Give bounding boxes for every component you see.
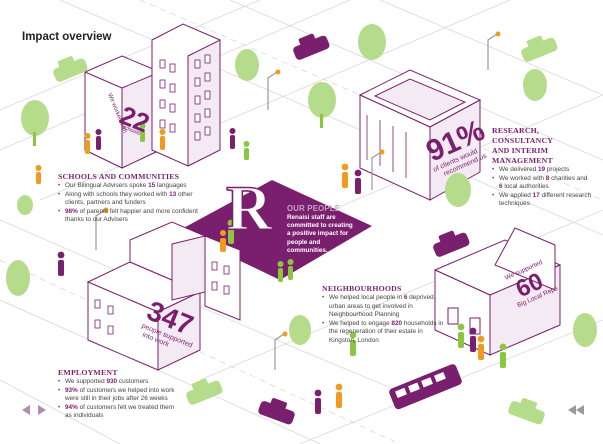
r-letter: R — [226, 172, 273, 243]
research-heading: RESEARCH, CONSULTANCY AND INTERIM MANAGE… — [492, 126, 554, 165]
our-people-section: OUR PEOPLE Renaisi staff are committed t… — [287, 204, 357, 255]
employment-building — [86, 221, 241, 371]
people-figures — [35, 123, 507, 414]
list-item: We helped local people in 6 deprived, ur… — [322, 294, 447, 320]
page-title: Impact overview — [22, 31, 112, 43]
schools-building — [84, 23, 221, 169]
neighbourhoods-list: We helped local people in 6 deprived, ur… — [322, 294, 447, 346]
employment-heading: EMPLOYMENT — [58, 368, 118, 377]
our-people-plaza — [178, 180, 372, 280]
employment-section: EMPLOYMENT We supported 930 customers 93… — [58, 368, 178, 421]
renaisi-r-logo: R — [225, 171, 274, 244]
list-item: Our Bilingual Advisers spoke 15 language… — [58, 182, 208, 191]
research-building — [358, 69, 482, 201]
list-item: 93% of customers we helped into work wer… — [58, 387, 178, 404]
list-item: We delivered 19 projects — [492, 166, 592, 175]
employment-list: We supported 930 customers 93% of custom… — [58, 378, 178, 421]
list-item: Along with schools they worked with 13 o… — [58, 191, 208, 208]
list-item: We worked with 8 charities and 6 local a… — [492, 175, 592, 192]
our-people-heading: OUR PEOPLE — [287, 204, 341, 213]
research-list: We delivered 19 projects We worked with … — [492, 166, 592, 209]
list-item: 98% of parents felt happier and more con… — [58, 208, 208, 225]
research-section: RESEARCH, CONSULTANCY AND INTERIM MANAGE… — [492, 126, 592, 209]
our-people-text: Renaisi staff are committed to creating … — [287, 214, 353, 254]
list-item: We applied 17 different research techniq… — [492, 192, 592, 209]
nav-prev-arrow-icon[interactable] — [22, 405, 30, 415]
nav-first-page-icon[interactable] — [568, 405, 584, 415]
schools-heading: SCHOOLS AND COMMUNITIES — [58, 172, 180, 181]
trees — [6, 24, 597, 347]
list-item: We supported 930 customers — [58, 378, 178, 387]
vehicles — [53, 33, 558, 425]
list-item: We helped to engage 820 households in th… — [322, 320, 447, 346]
list-item: 94% of customers felt we treated them as… — [58, 404, 178, 421]
nav-next-arrow-icon[interactable] — [38, 405, 46, 415]
community-house — [433, 227, 562, 356]
schools-list: Our Bilingual Advisers spoke 15 language… — [58, 182, 208, 225]
neighbourhoods-heading: NEIGHBOURHOODS — [322, 284, 402, 293]
schools-section: SCHOOLS AND COMMUNITIES Our Bilingual Ad… — [58, 172, 208, 225]
neighbourhoods-section: NEIGHBOURHOODS We helped local people in… — [322, 284, 447, 346]
